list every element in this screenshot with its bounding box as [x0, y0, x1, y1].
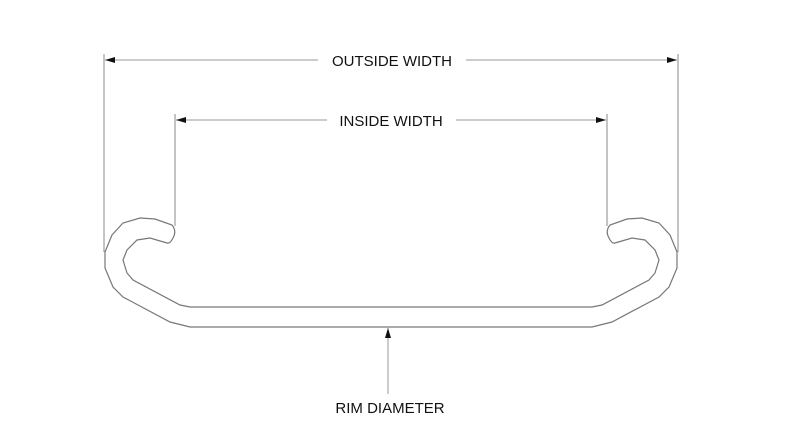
rim-profile [104, 217, 678, 328]
rim-outer-contour-left [104, 217, 391, 328]
outside-width-label: OUTSIDE WIDTH [332, 53, 452, 70]
inside-width-label: INSIDE WIDTH [339, 113, 442, 130]
rim-diameter-label: RIM DIAMETER [335, 400, 444, 417]
rim-outer-contour-right [390, 217, 678, 328]
